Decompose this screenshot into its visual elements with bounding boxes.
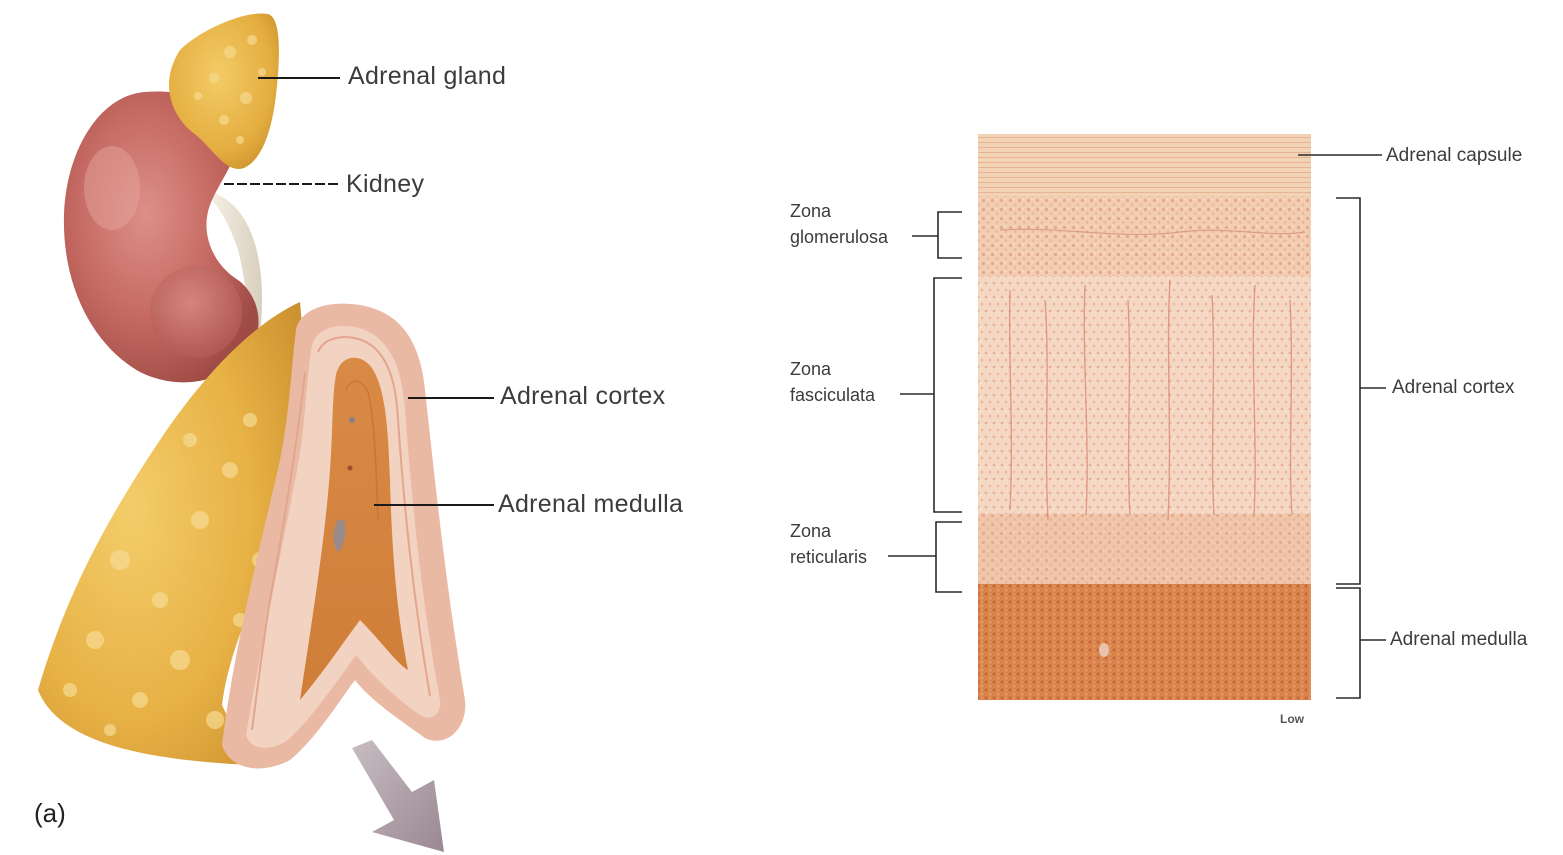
panel-letter-a: (a) xyxy=(34,800,66,826)
micrograph-capsule xyxy=(978,134,1311,196)
magnification-label: Low xyxy=(1280,713,1304,725)
label-adrenal-capsule: Adrenal capsule xyxy=(1386,146,1522,165)
section-arrow xyxy=(352,740,444,852)
micrograph-fasciculata xyxy=(978,276,1311,514)
label-zona-glomerulosa-line2: glomerulosa xyxy=(790,224,888,250)
label-adrenal-cortex-gross: Adrenal cortex xyxy=(500,384,665,409)
label-adrenal-gland: Adrenal gland xyxy=(348,64,506,89)
label-zona-reticularis-line2: reticularis xyxy=(790,544,867,570)
kidney-lower-lobe xyxy=(150,266,242,358)
label-zona-fasciculata: Zona fasciculata xyxy=(790,356,875,408)
label-adrenal-medulla-gross: Adrenal medulla xyxy=(498,492,683,517)
micrograph-medulla xyxy=(978,584,1311,700)
label-zona-glomerulosa-line1: Zona xyxy=(790,198,888,224)
label-zona-reticularis-line1: Zona xyxy=(790,518,867,544)
label-kidney: Kidney xyxy=(346,172,424,197)
micrograph-glomerulosa xyxy=(978,196,1311,276)
label-adrenal-medulla-micro: Adrenal medulla xyxy=(1390,630,1527,649)
label-zona-fasciculata-line2: fasciculata xyxy=(790,382,875,408)
micrograph xyxy=(978,134,1311,700)
label-zona-glomerulosa: Zona glomerulosa xyxy=(790,198,888,250)
label-zona-reticularis: Zona reticularis xyxy=(790,518,867,570)
kidney-highlight xyxy=(84,146,140,230)
label-adrenal-cortex-micro: Adrenal cortex xyxy=(1392,378,1515,397)
label-zona-fasciculata-line1: Zona xyxy=(790,356,875,382)
